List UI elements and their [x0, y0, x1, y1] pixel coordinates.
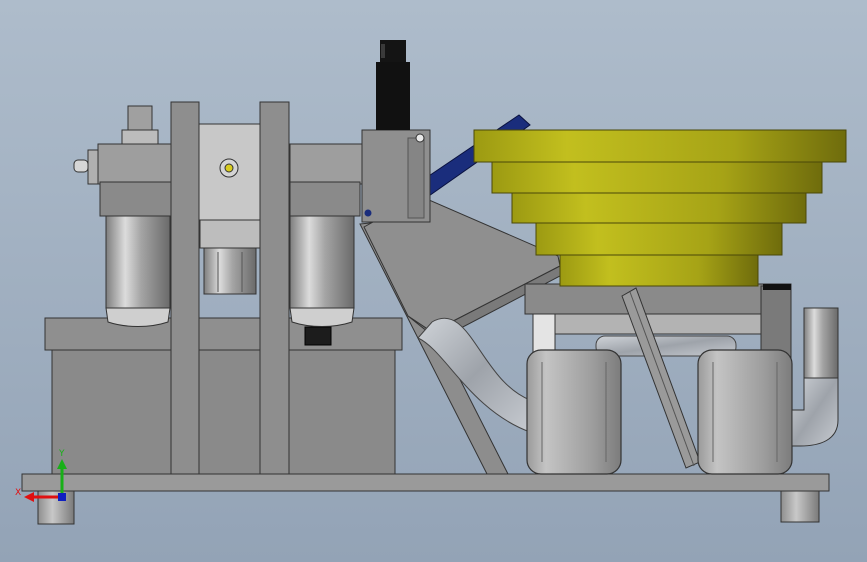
vibratory-bowl: [473, 129, 847, 287]
reservoir-tank-right: [697, 349, 793, 475]
frame-posts: [170, 101, 290, 475]
valve-block: [361, 129, 431, 223]
tank-connector: [595, 335, 737, 357]
filter-unit-left: [73, 105, 179, 327]
exhaust-pipe: [791, 307, 839, 447]
x-axis-head: [24, 492, 34, 502]
center-regulator: [197, 123, 263, 295]
sensor-unit: [376, 40, 410, 130]
base-plate: [21, 473, 830, 492]
axis-triad: X Y: [15, 449, 67, 502]
y-axis-label: Y: [58, 449, 65, 459]
z-axis-indicator: [58, 493, 66, 501]
y-axis-head: [57, 459, 67, 469]
control-box: [44, 317, 403, 475]
filter-unit-right: [289, 143, 363, 327]
x-axis-label: X: [15, 488, 21, 498]
reservoir-tank-left: [526, 349, 622, 475]
